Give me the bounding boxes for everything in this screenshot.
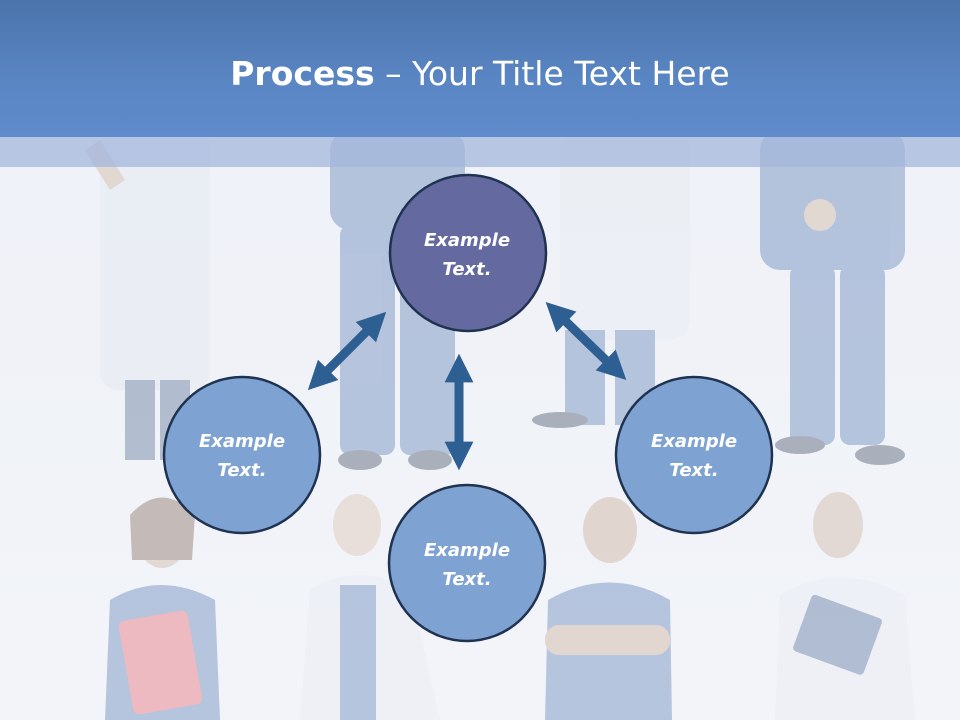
title-rest: Your Title Text Here [412, 54, 730, 93]
staff-portrait-4 [775, 492, 915, 720]
node-circle [162, 375, 322, 535]
staff-portrait-3 [545, 497, 672, 720]
node-circle [614, 375, 774, 535]
title-separator: – [374, 54, 413, 93]
double-arrow-diagonal-right-icon [545, 301, 627, 381]
process-node-right: Example Text. [614, 375, 774, 535]
node-label-line1: Example [651, 431, 737, 452]
staff-portrait-1 [105, 497, 220, 720]
node-label-line1: Example [424, 230, 510, 251]
title-accent-strip [0, 137, 960, 167]
node-label-line2: Text. [669, 460, 718, 481]
title-bold-part: Process [230, 54, 375, 93]
node-circle [387, 483, 547, 643]
process-node-bottom: Example Text. [387, 483, 547, 643]
slide-title: Process – Your Title Text Here [0, 52, 960, 96]
node-label-line2: Text. [442, 569, 491, 590]
node-label-line1: Example [424, 540, 510, 561]
title-bar [0, 0, 960, 137]
node-label-line2: Text. [442, 259, 491, 280]
process-node-left: Example Text. [162, 375, 322, 535]
process-node-top: Example Text. [388, 173, 548, 333]
double-arrow-diagonal-left-icon [307, 311, 387, 391]
node-label-line2: Text. [217, 460, 266, 481]
node-label-line1: Example [199, 431, 285, 452]
node-circle [388, 173, 548, 333]
